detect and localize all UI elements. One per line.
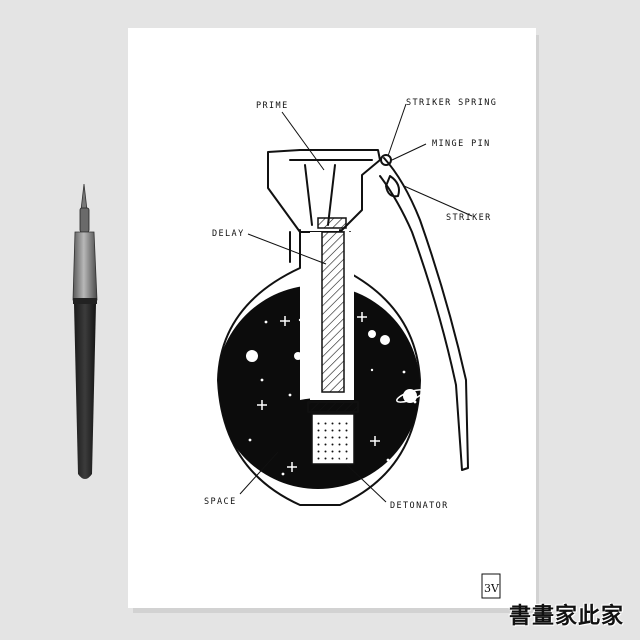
watermark-text: 書畫家此家	[508, 604, 624, 629]
signature-stamp: 3V	[481, 573, 501, 599]
space-stars	[246, 318, 417, 476]
saturn-planet	[396, 389, 424, 403]
label-hinge-pin: MINGE PIN	[432, 139, 491, 149]
label-delay: DELAY	[212, 229, 245, 239]
label-detonator: DETONATOR	[390, 501, 449, 511]
label-space: SPACE	[204, 497, 237, 507]
label-striker-spring: STRIKER SPRING	[406, 98, 497, 108]
dip-pen	[72, 183, 98, 479]
label-striker: STRIKER	[446, 213, 492, 223]
sparkles	[257, 312, 380, 472]
grenade-diagram	[217, 103, 473, 506]
label-prime: PRIME	[256, 101, 289, 111]
signature-text: 3V	[484, 582, 500, 595]
